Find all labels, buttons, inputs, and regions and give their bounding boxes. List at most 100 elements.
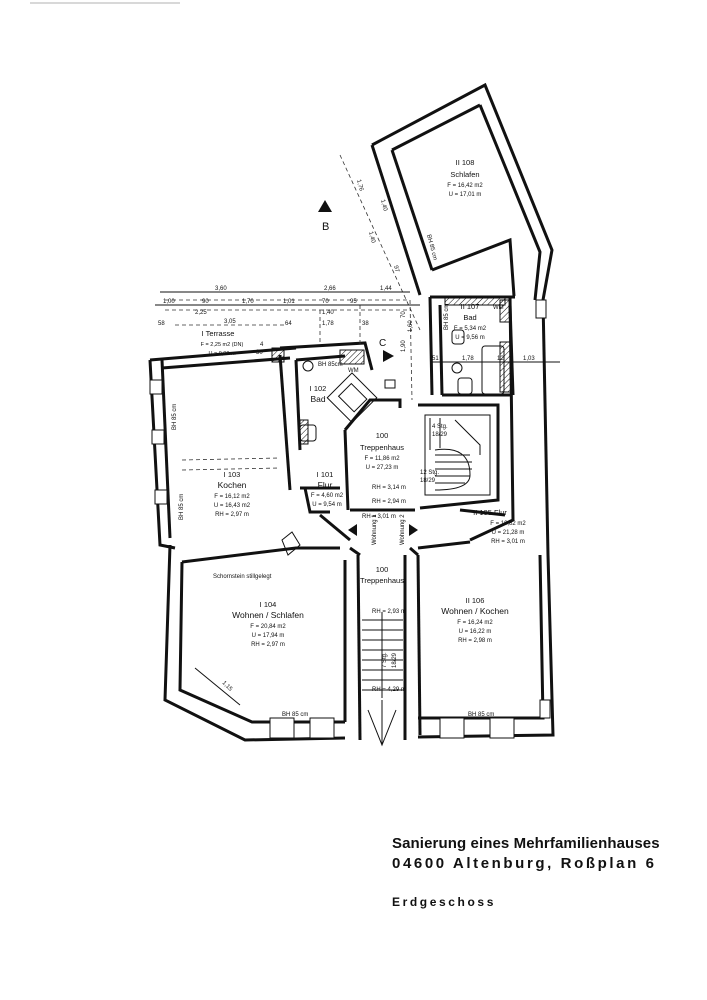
svg-text:3,05: 3,05 [224, 319, 236, 325]
svg-text:100: 100 [376, 431, 389, 440]
svg-text:3,60: 3,60 [215, 286, 227, 292]
svg-text:U = 17,94 m: U = 17,94 m [252, 633, 285, 639]
section-marker-b: B [322, 221, 329, 233]
dimension-lines [155, 291, 560, 363]
svg-text:1,03: 1,03 [523, 356, 535, 362]
svg-text:38: 38 [362, 321, 369, 327]
room-100-lower-label: 100 Treppenhaus RH = 2,93 m RH = 4,29 m … [360, 565, 406, 693]
svg-text:RH = 3,01 m: RH = 3,01 m [362, 514, 396, 520]
door-arrow-left [348, 524, 357, 536]
overhead-dashed-lines [165, 154, 421, 471]
svg-text:U = 16,22 m: U = 16,22 m [459, 629, 492, 635]
svg-text:U = 9,56 m: U = 9,56 m [455, 335, 485, 341]
stairs-upper [424, 414, 491, 496]
svg-text:U = 27,23 m: U = 27,23 m [366, 465, 399, 471]
svg-text:II 106: II 106 [466, 596, 485, 605]
svg-text:II 105 Flur: II 105 Flur [473, 508, 507, 517]
hatched-wall [499, 341, 513, 393]
hatched-wall [339, 349, 365, 365]
svg-text:Bad: Bad [463, 313, 476, 322]
svg-text:RH = 3,14 m: RH = 3,14 m [372, 485, 406, 491]
svg-text:WM: WM [348, 368, 359, 374]
svg-text:1,78: 1,78 [462, 356, 474, 362]
title-block: Sanierung eines Mehrfamilienhauses 04600… [392, 834, 660, 910]
svg-text:RH = 2,94 m: RH = 2,94 m [372, 499, 406, 505]
svg-text:58: 58 [158, 321, 165, 327]
svg-text:1,44: 1,44 [380, 286, 392, 292]
svg-text:RH = 2,97 m: RH = 2,97 m [251, 642, 285, 648]
svg-text:BH 85 cm: BH 85 cm [444, 304, 450, 330]
room-105-label: II 105 Flur F = 10,82 m2 U = 21,28 m RH … [473, 508, 526, 545]
svg-text:RH = 4,29 m: RH = 4,29 m [372, 687, 406, 693]
room-104-label: I 104 Wohnen / Schlafen F = 20,84 m2 U =… [194, 600, 308, 718]
svg-text:BH 85 cm: BH 85 cm [172, 404, 178, 430]
svg-text:WM: WM [493, 305, 504, 311]
svg-text:Treppenhaus: Treppenhaus [360, 576, 404, 585]
svg-text:100: 100 [376, 565, 389, 574]
svg-text:2,66: 2,66 [324, 286, 336, 292]
svg-text:F = 4,60 m2: F = 4,60 m2 [311, 493, 344, 499]
svg-text:1,40: 1,40 [367, 231, 376, 244]
svg-text:BH 85cm: BH 85cm [318, 362, 343, 368]
room-108-label: II 108 Schlafen F = 16,42 m2 U = 17,01 m [447, 158, 483, 198]
svg-text:F = 2,25 m2 (DN): F = 2,25 m2 (DN) [201, 342, 244, 348]
door-label-wohnung-1: Wohnung 1 [372, 514, 378, 545]
svg-text:1,90: 1,90 [401, 340, 407, 352]
room-102-label: I 102 Bad WM BH 85cm [310, 362, 359, 404]
svg-text:2,25: 2,25 [195, 310, 207, 316]
svg-text:1,70: 1,70 [242, 299, 254, 305]
svg-text:4: 4 [260, 342, 264, 348]
terrasse-label: I Terrasse F = 2,25 m2 (DN) U = 9,00 m [201, 329, 244, 357]
section-marker-c: C [379, 338, 386, 349]
svg-text:RH = 2,93 m: RH = 2,93 m [372, 609, 406, 615]
svg-text:1,76: 1,76 [355, 179, 364, 192]
svg-text:12: 12 [497, 356, 504, 362]
section-marker-c-arrow [383, 350, 394, 362]
svg-text:F = 16,24 m2: F = 16,24 m2 [457, 620, 493, 626]
svg-text:90: 90 [202, 299, 209, 305]
svg-text:BH 85 cm: BH 85 cm [179, 494, 185, 520]
room-107-label: II 107 Bad F = 5,34 m2 U = 9,56 m WM BH … [444, 302, 504, 341]
svg-text:18/29: 18/29 [420, 478, 436, 484]
svg-text:BH 85 cm: BH 85 cm [282, 712, 308, 718]
svg-text:51: 51 [432, 356, 439, 362]
svg-text:I 104: I 104 [260, 600, 277, 609]
svg-text:I Terrasse: I Terrasse [202, 329, 235, 338]
room-106-label: II 106 Wohnen / Kochen F = 16,24 m2 U = … [441, 596, 509, 718]
svg-text:1,00: 1,00 [163, 299, 175, 305]
svg-text:F = 11,86 m2: F = 11,86 m2 [364, 456, 400, 462]
svg-text:U = 17,01 m: U = 17,01 m [449, 192, 482, 198]
svg-text:F = 5,34 m2: F = 5,34 m2 [454, 326, 487, 332]
svg-text:I 103: I 103 [224, 470, 241, 479]
svg-text:7 Stg.: 7 Stg. [382, 652, 388, 668]
svg-text:U = 9,54 m: U = 9,54 m [312, 502, 342, 508]
hatched-wall [499, 299, 511, 323]
svg-text:F = 16,12 m2: F = 16,12 m2 [214, 494, 250, 500]
svg-text:Bad: Bad [310, 394, 325, 404]
svg-text:97: 97 [392, 265, 400, 274]
door-label-wohnung-2: Wohnung 2 [400, 514, 406, 545]
svg-text:Flur: Flur [318, 480, 333, 490]
svg-text:30: 30 [256, 350, 263, 356]
fixtures [281, 329, 505, 556]
svg-text:Treppenhaus: Treppenhaus [360, 443, 404, 452]
room-101-label: I 101 Flur F = 4,60 m2 U = 9,54 m [311, 470, 344, 508]
svg-text:I 101: I 101 [317, 470, 334, 479]
svg-text:Wohnen / Kochen: Wohnen / Kochen [441, 606, 509, 616]
project-address: 04600 Altenburg, Roßplan 6 [392, 855, 657, 872]
svg-text:F = 10,82 m2: F = 10,82 m2 [490, 521, 526, 527]
door-arrow-right [409, 524, 418, 536]
section-marker-b-arrow [318, 200, 332, 212]
svg-text:1,40: 1,40 [379, 199, 388, 212]
svg-text:F = 20,84 m2: F = 20,84 m2 [250, 624, 286, 630]
svg-text:RH = 3,01 m: RH = 3,01 m [491, 539, 525, 545]
svg-text:1,78: 1,78 [322, 321, 334, 327]
svg-text:RH = 2,98 m: RH = 2,98 m [458, 638, 492, 644]
windows-left [149, 299, 551, 739]
project-title: Sanierung eines Mehrfamilienhauses [392, 835, 660, 852]
dimension-texts: 3,60 2,66 1,44 1,00 90 1,70 1,01 70 95 2… [158, 179, 535, 362]
floor-name: Erdgeschoss [392, 895, 496, 909]
room-100-upper-label: 100 Treppenhaus F = 11,86 m2 U = 27,23 m… [360, 424, 448, 520]
svg-text:I 102: I 102 [310, 384, 327, 393]
